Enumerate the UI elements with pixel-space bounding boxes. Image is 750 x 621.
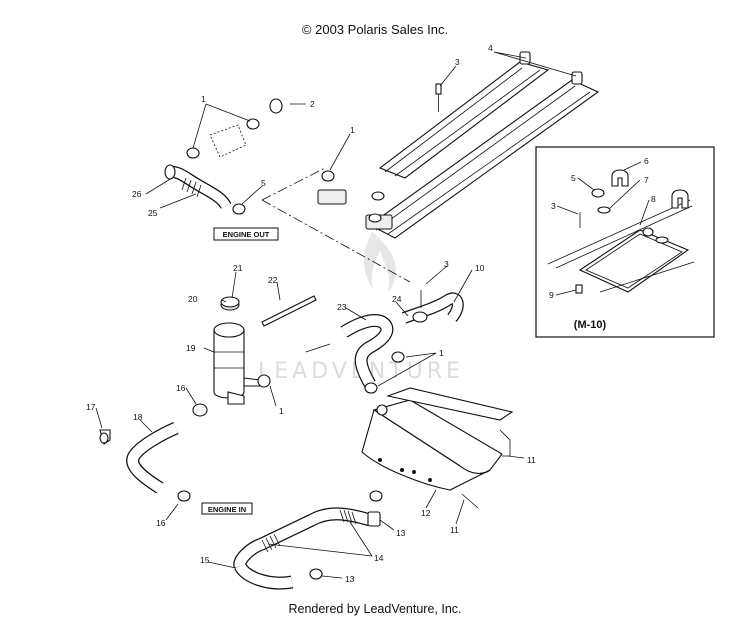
clamp-16-mid	[192, 403, 208, 417]
hose-23	[340, 313, 394, 388]
callout-16a: 16	[176, 383, 186, 393]
callout-15: 15	[200, 555, 210, 565]
inset-callout-3: 3	[551, 201, 556, 211]
fitting-13	[367, 511, 381, 527]
callout-5: 5	[261, 178, 266, 188]
callout-23: 23	[337, 302, 347, 312]
callout-14: 14	[374, 553, 384, 563]
hose-18	[126, 422, 179, 494]
hose-25-26	[164, 164, 232, 210]
callout-1d: 1	[279, 406, 284, 416]
callout-21: 21	[233, 263, 243, 273]
inset-callout-7: 7	[644, 175, 649, 185]
inset-title: (M-10)	[574, 319, 607, 331]
callout-16b: 16	[156, 518, 166, 528]
callout-1b: 1	[350, 125, 355, 135]
svg-text:ENGINE IN: ENGINE IN	[208, 505, 246, 514]
clamp-1-c	[364, 382, 378, 394]
rod-22	[261, 295, 317, 327]
clamp-13-b	[309, 568, 323, 580]
copyright-header: © 2003 Polaris Sales Inc.	[301, 22, 449, 37]
callout-22: 22	[268, 275, 278, 285]
callout-12: 12	[421, 508, 431, 518]
callout-19: 19	[186, 343, 196, 353]
callout-13a: 13	[396, 528, 406, 538]
clamp-13-a	[369, 490, 383, 502]
dashed-leader	[261, 167, 411, 283]
callout-13b: 13	[345, 574, 355, 584]
leaders	[95, 51, 577, 579]
callout-20: 20	[188, 294, 198, 304]
engine-out-tag: ENGINE OUT	[213, 227, 279, 241]
callout-numbers: 1 2 3 4 1 5 26 25 21 22 20 3 10 23 24 19…	[86, 43, 536, 584]
callout-10: 10	[475, 263, 485, 273]
hose-10	[401, 292, 464, 324]
inset-callout-5: 5	[571, 173, 576, 183]
callout-11b: 11	[450, 525, 459, 535]
callout-1a: 1	[201, 94, 206, 104]
callout-17: 17	[86, 402, 96, 412]
svg-text:ENGINE OUT: ENGINE OUT	[223, 230, 270, 239]
clamp-16-low	[177, 490, 191, 502]
callout-4: 4	[488, 43, 493, 53]
bolt-top	[435, 83, 442, 112]
callout-26: 26	[132, 189, 142, 199]
callout-3a: 3	[455, 57, 460, 67]
inset-m10: (M-10) 5 6 7 8 3 9	[535, 146, 715, 338]
heat-exchanger-12	[361, 387, 514, 509]
inset-callout-8: 8	[651, 194, 656, 204]
coolant-reservoir	[213, 322, 261, 405]
credit-footer: Rendered by LeadVenture, Inc.	[288, 602, 462, 616]
inset-callout-9: 9	[549, 290, 554, 300]
reservoir-cap	[220, 296, 240, 311]
engine-in-tag: ENGINE IN	[201, 502, 253, 515]
inset-callout-6: 6	[644, 156, 649, 166]
clamp-1-mid	[257, 374, 271, 388]
callout-18: 18	[133, 412, 143, 422]
callout-25: 25	[148, 208, 158, 218]
hose-2	[269, 96, 380, 182]
callout-24: 24	[392, 294, 402, 304]
clamp-1-b	[391, 351, 405, 363]
callout-11a: 11	[527, 455, 536, 465]
callout-3b: 3	[444, 259, 449, 269]
callout-2: 2	[310, 99, 315, 109]
hose-14-15	[233, 507, 372, 590]
heat-exchanger-rails	[317, 51, 600, 239]
fitting-17	[99, 429, 111, 445]
leader-line	[305, 343, 331, 353]
callout-1c: 1	[439, 348, 444, 358]
